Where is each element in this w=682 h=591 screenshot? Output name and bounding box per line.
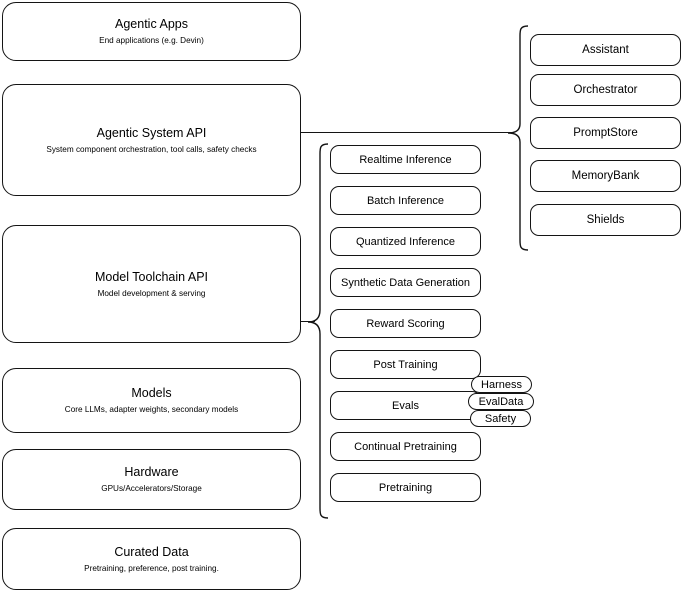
layer-box-models[interactable]: Models Core LLMs, adapter weights, secon… xyxy=(2,368,301,433)
toolchain-component-pretraining[interactable]: Pretraining xyxy=(330,473,481,502)
toolchain-component-continual-pretraining[interactable]: Continual Pretraining xyxy=(330,432,481,461)
component-label: Reward Scoring xyxy=(366,317,445,330)
evals-tag-safety[interactable]: Safety xyxy=(470,410,531,427)
evals-tag-harness[interactable]: Harness xyxy=(471,376,532,393)
layer-subtitle: End applications (e.g. Devin) xyxy=(99,36,204,45)
layer-box-agentic-system-api[interactable]: Agentic System API System component orch… xyxy=(2,84,301,196)
toolchain-component-post-training[interactable]: Post Training xyxy=(330,350,481,379)
layer-subtitle: Model development & serving xyxy=(97,288,206,298)
component-label: Pretraining xyxy=(378,481,433,494)
evals-tag-evaldata[interactable]: EvalData xyxy=(468,393,534,410)
layer-box-agentic-apps[interactable]: Agentic Apps End applications (e.g. Devi… xyxy=(2,2,301,61)
component-label: Orchestrator xyxy=(573,84,638,96)
brace-toolchain xyxy=(307,143,329,519)
component-label: MemoryBank xyxy=(571,170,640,182)
toolchain-component-synthetic-data-generation[interactable]: Synthetic Data Generation xyxy=(330,268,481,297)
layer-title: Hardware xyxy=(124,465,179,479)
layer-title: Agentic System API xyxy=(96,125,207,140)
toolchain-component-evals[interactable]: Evals xyxy=(330,391,481,420)
component-label: Shields xyxy=(586,214,625,226)
component-label: Synthetic Data Generation xyxy=(340,276,471,289)
layer-title: Models xyxy=(131,386,172,400)
component-label: Batch Inference xyxy=(366,194,445,207)
system-component-assistant[interactable]: Assistant xyxy=(530,34,681,66)
system-component-shields[interactable]: Shields xyxy=(530,204,681,236)
pill-label: Safety xyxy=(484,412,517,425)
layer-title: Curated Data xyxy=(114,544,189,559)
toolchain-component-reward-scoring[interactable]: Reward Scoring xyxy=(330,309,481,338)
layer-title: Agentic Apps xyxy=(115,17,188,31)
component-label: PromptStore xyxy=(573,127,638,139)
component-label: Assistant xyxy=(582,44,629,56)
connector-system-api-to-components xyxy=(301,132,513,134)
layer-box-hardware[interactable]: Hardware GPUs/Accelerators/Storage xyxy=(2,449,301,510)
component-label: Post Training xyxy=(373,358,438,371)
toolchain-component-batch-inference[interactable]: Batch Inference xyxy=(330,186,481,215)
component-label: Evals xyxy=(392,399,419,412)
system-component-promptstore[interactable]: PromptStore xyxy=(530,117,681,149)
system-component-memorybank[interactable]: MemoryBank xyxy=(530,160,681,192)
pill-label: Harness xyxy=(481,378,522,391)
toolchain-component-realtime-inference[interactable]: Realtime Inference xyxy=(330,145,481,174)
layer-subtitle: GPUs/Accelerators/Storage xyxy=(101,484,202,493)
component-label: Realtime Inference xyxy=(359,153,452,166)
layer-box-model-toolchain-api[interactable]: Model Toolchain API Model development & … xyxy=(2,225,301,343)
component-label: Continual Pretraining xyxy=(354,440,457,453)
component-label: Quantized Inference xyxy=(355,235,456,248)
layer-subtitle: Core LLMs, adapter weights, secondary mo… xyxy=(64,405,239,414)
pill-label: EvalData xyxy=(478,395,524,408)
layer-subtitle: Pretraining, preference, post training. xyxy=(84,563,219,573)
layer-title: Model Toolchain API xyxy=(94,269,209,284)
toolchain-component-quantized-inference[interactable]: Quantized Inference xyxy=(330,227,481,256)
brace-system-components xyxy=(507,25,529,251)
layer-box-curated-data[interactable]: Curated Data Pretraining, preference, po… xyxy=(2,528,301,590)
system-component-orchestrator[interactable]: Orchestrator xyxy=(530,74,681,106)
layer-subtitle: System component orchestration, tool cal… xyxy=(46,144,257,154)
